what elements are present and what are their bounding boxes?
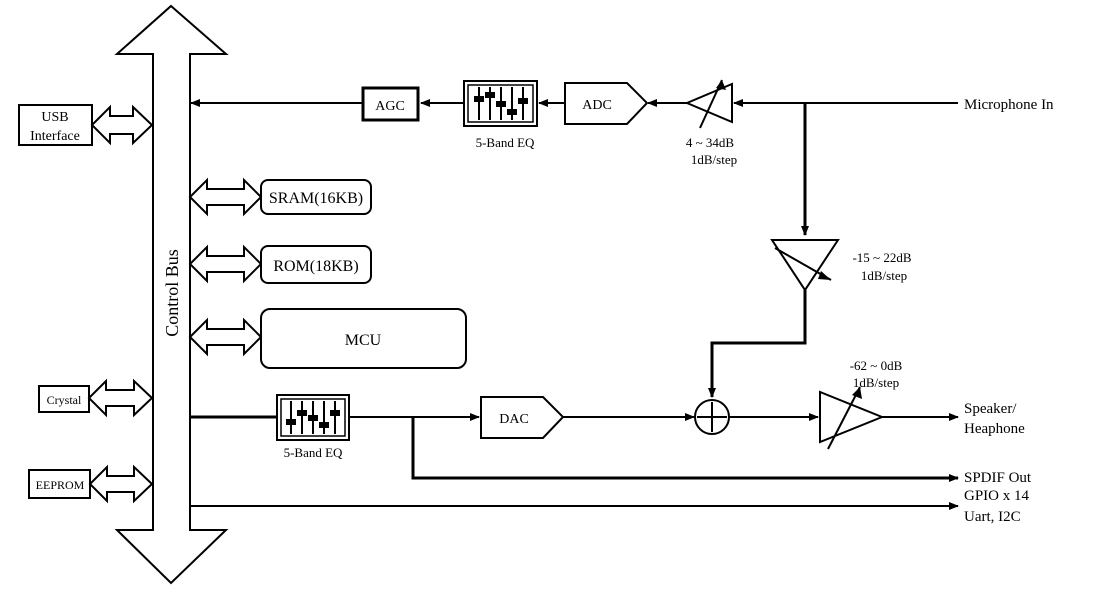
crystal-bus-double-arrow [87,378,154,418]
agc-block: AGC [361,86,420,122]
record-eq-block [463,80,538,127]
speaker-gain-step: 1dB/step [853,375,899,390]
speaker-gain-range: -62 ~ 0dB [850,358,903,373]
mcu-block: MCU [260,308,467,369]
svg-text:USB: USB [41,110,68,125]
svg-text:MCU: MCU [345,332,382,349]
svg-text:DAC: DAC [499,412,529,427]
mcu-bus-double-arrow [188,317,263,357]
svg-text:Interface: Interface [30,129,80,144]
control-bus: Control Bus [114,4,229,585]
rom-block: ROM(18KB) [260,245,372,284]
record-eq-label: 5-Band EQ [476,135,535,150]
playback-eq-block [276,394,350,441]
monitor-gain-range: -15 ~ 22dB [852,250,911,265]
svg-text:ROM(18KB): ROM(18KB) [273,258,358,275]
adc-block: ADC [564,82,649,125]
uart-i2c-label: Uart, I2C [964,509,1021,525]
svg-text:EEPROM: EEPROM [36,478,85,492]
svg-text:AGC: AGC [375,99,405,114]
speaker-amplifier [819,386,885,450]
mic-gain-step: 1dB/step [691,152,737,167]
control-bus-label: Control Bus [162,249,182,337]
usb-interface-block: USB Interface [18,104,93,146]
svg-text:Crystal: Crystal [47,393,82,407]
headphone-label: Heaphone [964,421,1025,437]
monitor-to-mixer-line [708,290,807,398]
sram-bus-double-arrow [188,177,263,217]
crystal-block: Crystal [38,385,90,413]
mic-pga-amplifier [684,79,733,129]
monitor-amplifier [770,239,840,292]
spdif-label: SPDIF Out [964,470,1032,486]
mic-in-label: Microphone In [964,97,1054,113]
dac-block: DAC [480,396,565,439]
usb-bus-double-arrow [90,104,154,146]
eeprom-block: EEPROM [28,469,91,499]
mic-gain-range: 4 ~ 34dB [686,135,735,150]
spdif-output-line [411,417,959,482]
monitor-gain-step: 1dB/step [861,268,907,283]
eeprom-bus-double-arrow [88,464,154,504]
svg-text:ADC: ADC [582,98,612,113]
mixer-summing-node [694,399,730,435]
speaker-label: Speaker/ [964,401,1017,417]
rom-bus-double-arrow [188,244,263,284]
gpio-label: GPIO x 14 [964,488,1030,504]
playback-eq-label: 5-Band EQ [284,445,343,460]
svg-text:SRAM(16KB): SRAM(16KB) [269,190,363,207]
sram-block: SRAM(16KB) [260,179,372,215]
